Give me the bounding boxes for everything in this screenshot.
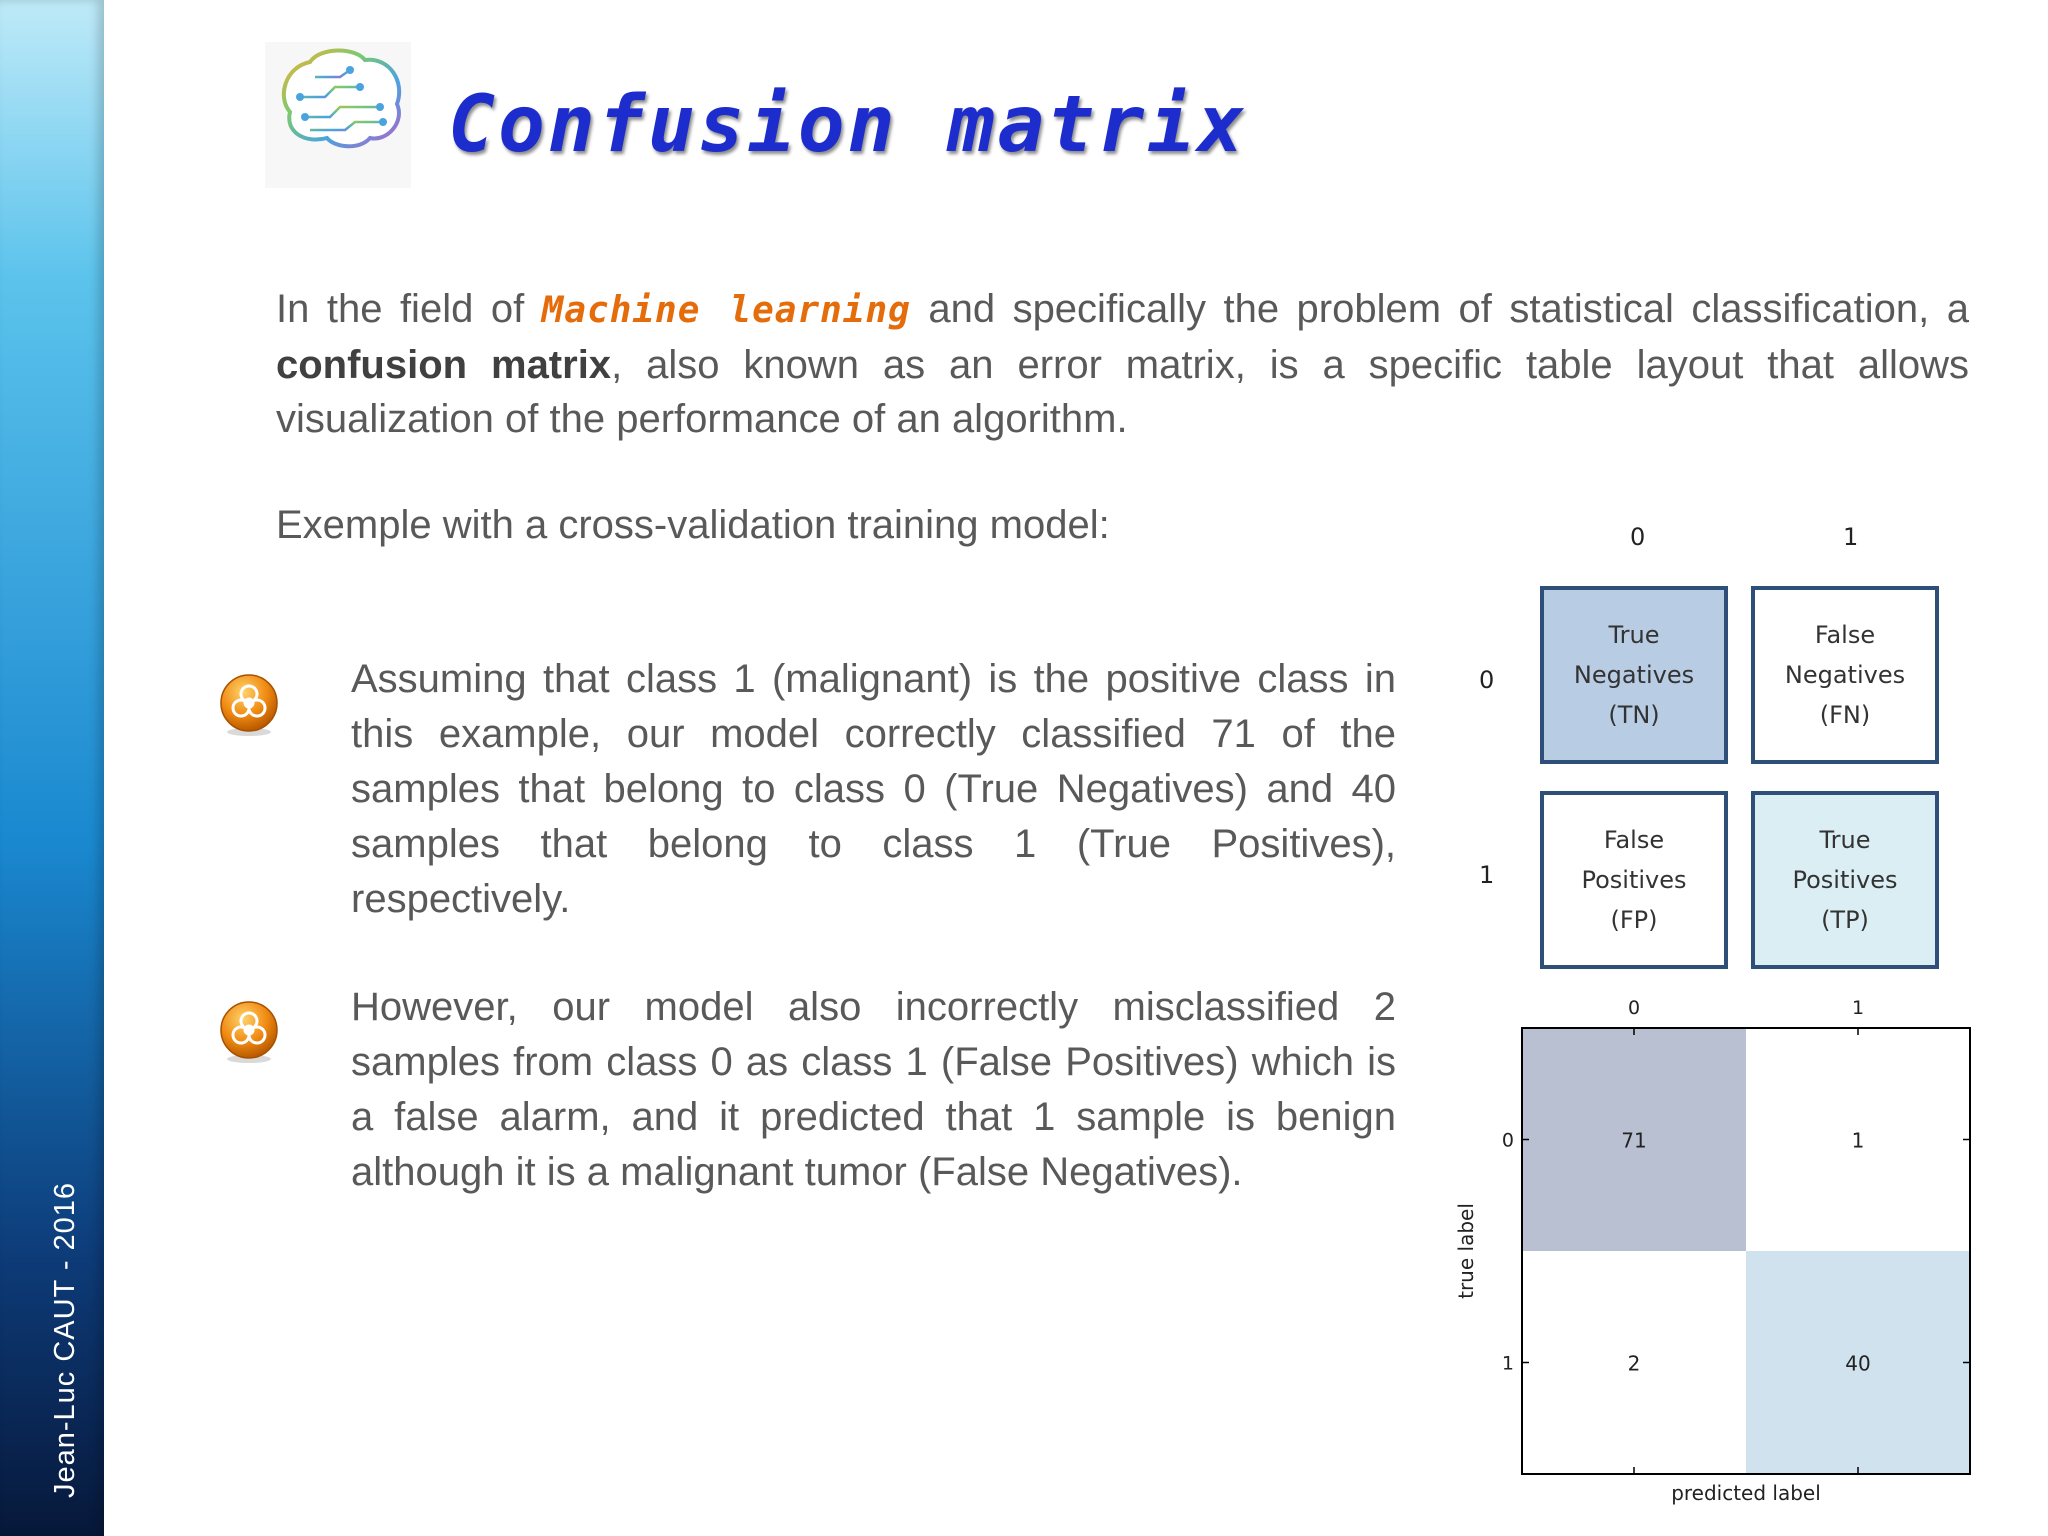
heatmap-cell (1746, 1251, 1970, 1474)
heatmap-value: 40 (1845, 1352, 1870, 1376)
cell-line: (FN) (1819, 701, 1871, 729)
bullet-text-1: Assuming that class 1 (malignant) is the… (351, 657, 1396, 921)
intro-text: and specifically the problem of statisti… (910, 287, 1970, 331)
heatmap-value: 2 (1628, 1352, 1641, 1376)
x-axis-label: predicted label (1671, 1481, 1821, 1505)
sidebar: Jean-Luc CAUT - 2016 (0, 0, 104, 1536)
cell-line: Negatives (1784, 661, 1906, 689)
biohazard-icon (220, 1001, 278, 1063)
cell-line: True (1819, 826, 1871, 854)
biohazard-icon (220, 674, 278, 736)
heatmap-value: 1 (1852, 1129, 1865, 1153)
intro-text: , also known as an error matrix, is a sp… (276, 343, 1970, 441)
bullet-text-2: However, our model also incorrectly misc… (351, 985, 1396, 1194)
intro-paragraph: In the field of Machine learning and spe… (276, 282, 1969, 446)
heatmap-cell (1746, 1028, 1970, 1251)
y-axis-label: true label (1454, 1203, 1478, 1299)
cell-line: False (1814, 621, 1876, 649)
cell-line: Positives (1792, 866, 1898, 894)
cell-line: True (1608, 621, 1660, 649)
heatmap-value: 71 (1621, 1129, 1646, 1153)
x-tick-label: 1 (1852, 997, 1864, 1019)
cell-line: False (1603, 826, 1665, 854)
cell-line: Negatives (1573, 661, 1695, 689)
machine-learning-link[interactable]: Machine learning (541, 290, 911, 331)
heatmap-cell (1522, 1028, 1746, 1251)
author-credit: Jean-Luc CAUT - 2016 (49, 1181, 81, 1498)
cell-line: (TN) (1608, 701, 1660, 729)
page-title: Confusion matrix (448, 80, 1248, 170)
y-tick-label: 0 (1502, 1130, 1514, 1152)
cell-line: (TP) (1821, 906, 1869, 934)
example-label: Exemple with a cross-validation training… (276, 503, 1110, 547)
intro-text: In the field of (276, 287, 542, 331)
cell-line: (FP) (1610, 906, 1658, 934)
diagram-col-label: 0 (1630, 523, 1646, 551)
diagram-row-label: 0 (1479, 666, 1495, 694)
brain-circuit-icon (265, 42, 411, 188)
diagram-row-label: 1 (1479, 861, 1495, 889)
cell-line: Positives (1581, 866, 1687, 894)
confusion-matrix-heatmap: 71 1 2 40 0 1 0 1 predicted label true label (1454, 997, 1971, 1505)
x-tick-label: 0 (1628, 997, 1640, 1019)
y-tick-label: 1 (1502, 1353, 1514, 1375)
diagram-col-label: 1 (1843, 523, 1859, 551)
heatmap-frame (1521, 1027, 1971, 1475)
intro-bold-term: confusion matrix (276, 343, 612, 387)
heatmap-cell (1522, 1251, 1746, 1474)
